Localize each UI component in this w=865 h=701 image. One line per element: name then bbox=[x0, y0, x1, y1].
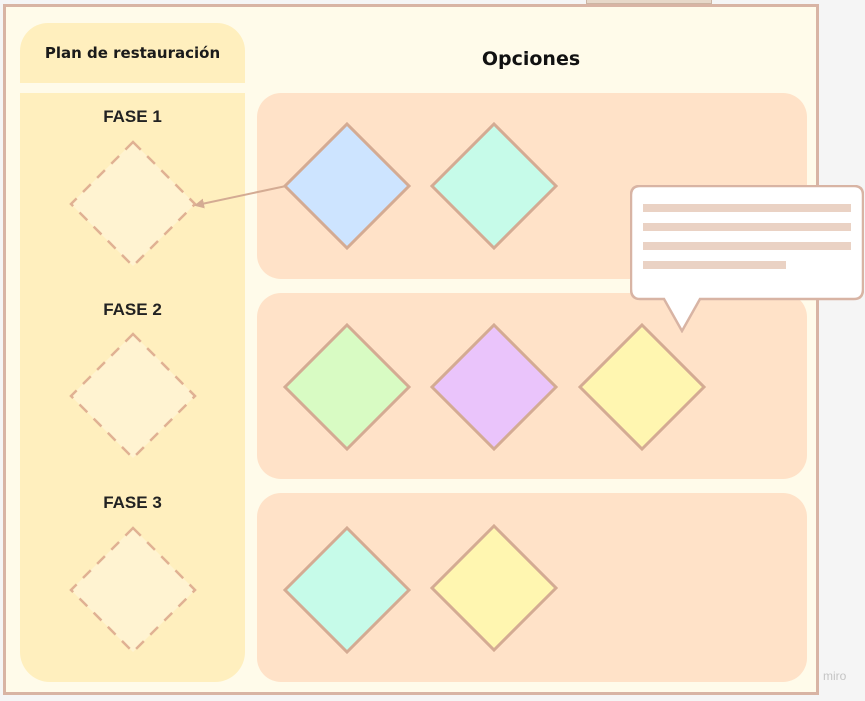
bubble-text-line bbox=[643, 242, 851, 250]
option-diamond-yellow-2[interactable] bbox=[429, 523, 559, 653]
plan-header: Plan de restauración bbox=[20, 23, 245, 83]
phase-label-2: FASE 2 bbox=[103, 300, 162, 319]
miro-logo: miro bbox=[823, 669, 847, 683]
comment-bubble[interactable] bbox=[630, 185, 864, 333]
option-diamond-purple[interactable] bbox=[429, 322, 559, 452]
phase-1-placeholder-diamond[interactable] bbox=[69, 140, 197, 268]
options-title: Opciones bbox=[481, 48, 581, 70]
phase-label-3: FASE 3 bbox=[103, 493, 162, 512]
option-diamond-yellow[interactable] bbox=[577, 322, 707, 452]
option-diamond-mint[interactable] bbox=[429, 121, 559, 251]
phase-label-1: FASE 1 bbox=[103, 107, 162, 126]
option-diamond-blue[interactable] bbox=[282, 121, 412, 251]
option-diamond-green[interactable] bbox=[282, 322, 412, 452]
phase-2-placeholder-diamond[interactable] bbox=[69, 332, 197, 460]
option-diamond-mint-2[interactable] bbox=[282, 525, 412, 655]
bubble-text-line bbox=[643, 261, 786, 269]
connector-arrow[interactable] bbox=[194, 185, 287, 209]
bubble-text-line bbox=[643, 204, 851, 212]
top-strip bbox=[586, 0, 712, 4]
bubble-text-line bbox=[643, 223, 851, 231]
phase-3-placeholder-diamond[interactable] bbox=[69, 526, 197, 654]
